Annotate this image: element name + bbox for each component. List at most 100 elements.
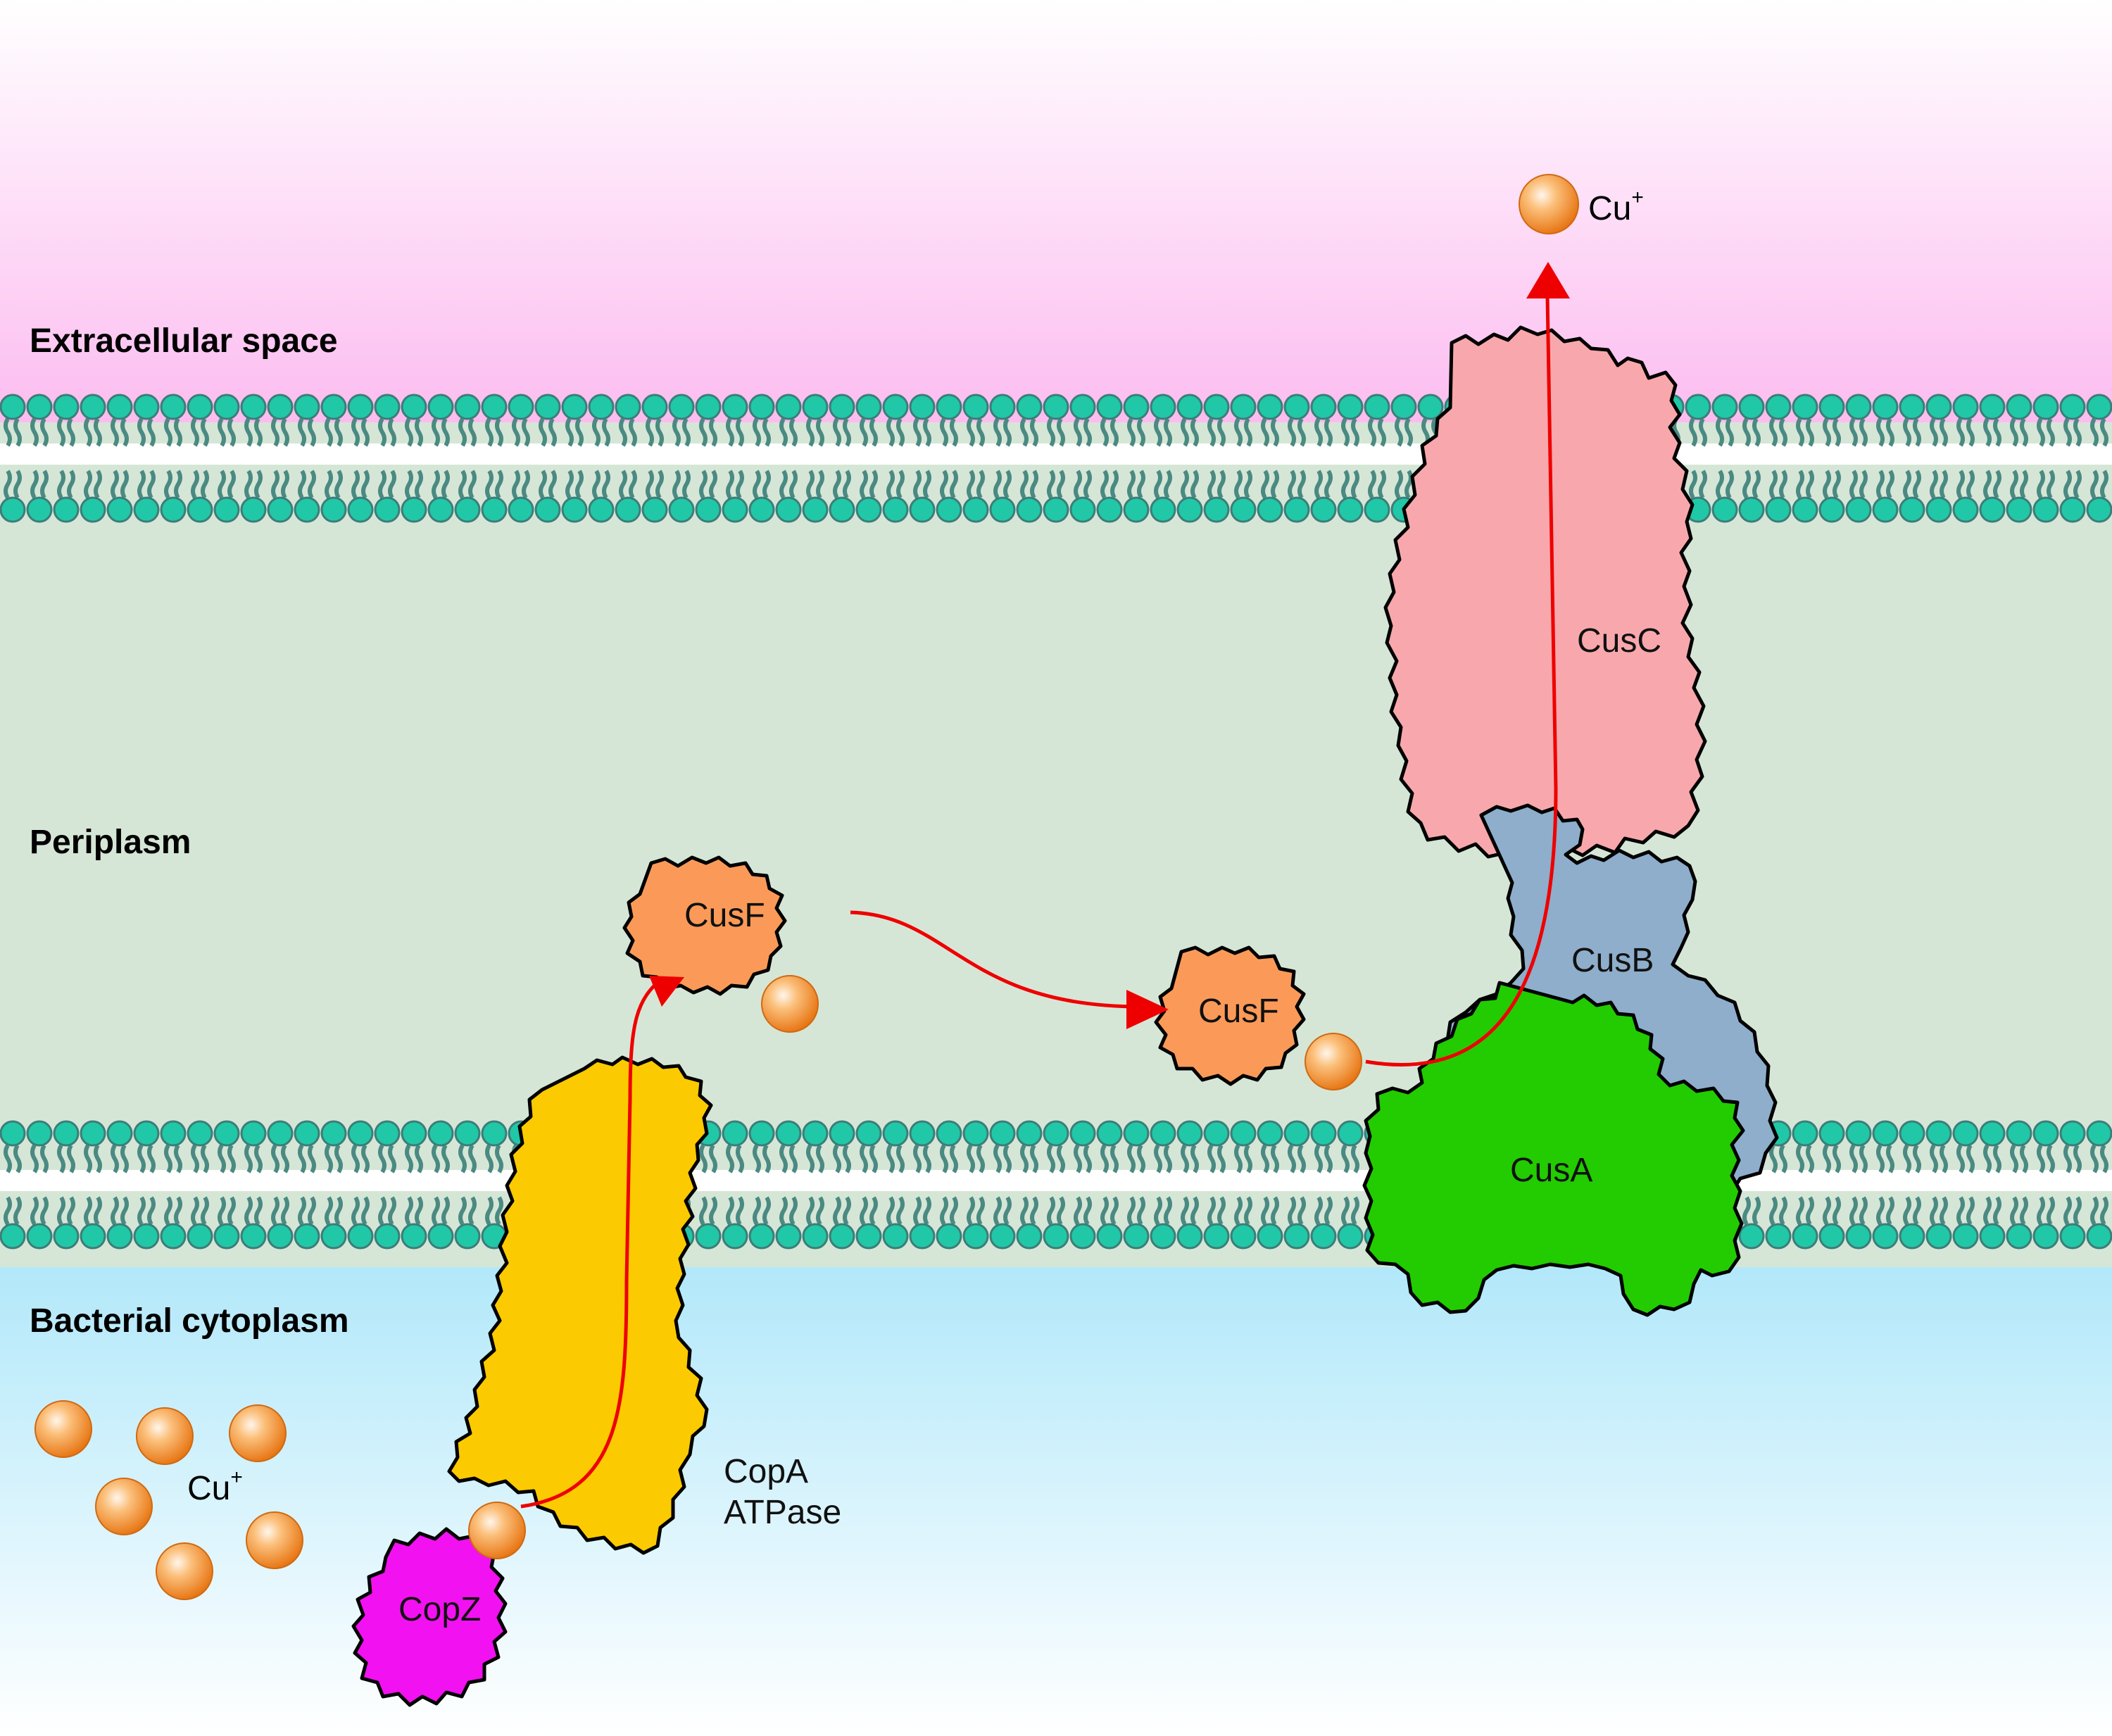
lipid-head xyxy=(1257,394,1283,420)
lipid-head xyxy=(2006,1223,2032,1250)
lipid-head xyxy=(1123,496,1150,523)
copper-ion-icon xyxy=(1305,1033,1362,1090)
lipid-head xyxy=(2032,1223,2059,1250)
lipid-head xyxy=(1230,496,1257,523)
lipid-head xyxy=(320,1223,347,1250)
lipid-head xyxy=(1337,1120,1364,1147)
lipid-head xyxy=(1176,496,1203,523)
lipid-head xyxy=(1069,496,1096,523)
lipid-tail xyxy=(485,417,503,447)
lipid-tail xyxy=(191,470,209,499)
lipid-head xyxy=(1043,394,1069,420)
lipid-tail xyxy=(1341,1144,1359,1174)
lipid-tail xyxy=(271,1144,289,1174)
lipid-tail xyxy=(539,417,557,447)
lipid-head xyxy=(1738,1223,1765,1250)
lipid-tail xyxy=(378,1144,396,1174)
lipid-tail xyxy=(592,470,610,499)
lipid-head xyxy=(1685,394,1711,420)
lipid-tail xyxy=(1742,470,1761,499)
lipid-tail xyxy=(244,1196,263,1226)
arrow-icon xyxy=(520,295,1558,1509)
lipid-tail xyxy=(1100,1196,1119,1226)
lipid-tail xyxy=(458,1196,477,1226)
lipid-tail xyxy=(325,1144,343,1174)
lipid-tail xyxy=(833,1196,851,1226)
lipid-tail xyxy=(4,470,22,499)
lipid-head xyxy=(1016,496,1043,523)
lipid-tail xyxy=(1154,1144,1172,1174)
lipid-tail xyxy=(646,417,664,447)
lipid-tail xyxy=(806,1196,824,1226)
lipid-head xyxy=(26,394,53,420)
lipid-tail xyxy=(1314,417,1333,447)
lipid-head xyxy=(1069,1120,1096,1147)
lipid-tail xyxy=(993,470,1012,499)
lipid-tail xyxy=(860,1196,878,1226)
lipid-head xyxy=(1818,1223,1845,1250)
lipid-tail xyxy=(967,1144,985,1174)
lipid-tail xyxy=(1930,470,1948,499)
lipid-tail xyxy=(298,470,316,499)
lipid-head xyxy=(133,394,160,420)
lipid-head xyxy=(1979,1120,2006,1147)
lipid-tail xyxy=(886,417,905,447)
lipid-tail xyxy=(1823,1196,1841,1226)
lipid-head xyxy=(1069,394,1096,420)
lipid-head xyxy=(1711,394,1738,420)
lipid-head xyxy=(1203,1120,1230,1147)
lipid-tail xyxy=(1074,470,1092,499)
lipid-tail xyxy=(137,470,156,499)
lipid-tail xyxy=(405,417,423,447)
lipid-tail xyxy=(1074,417,1092,447)
lipid-head xyxy=(80,394,106,420)
lipid-tail xyxy=(1983,1196,2001,1226)
lipid-tail xyxy=(218,470,236,499)
lipid-tail xyxy=(1181,470,1199,499)
lipid-tail xyxy=(1207,1144,1226,1174)
lipid-tail xyxy=(1903,1144,1921,1174)
copper-ion-icon xyxy=(156,1542,213,1600)
lipid-tail xyxy=(619,470,637,499)
lipid-head xyxy=(267,1120,294,1147)
lipid-head xyxy=(668,394,695,420)
lipid-tail xyxy=(244,1144,263,1174)
lipid-head xyxy=(187,1120,213,1147)
lipid-tail xyxy=(378,1196,396,1226)
lipid-head xyxy=(454,394,481,420)
lipid-head xyxy=(802,1223,829,1250)
lipid-tail xyxy=(30,417,49,447)
copper-ion-group xyxy=(34,174,1579,1600)
lipid-head xyxy=(695,1223,722,1250)
lipid-tail xyxy=(886,1144,905,1174)
cusc-label: CusC xyxy=(1577,622,1661,660)
lipid-head xyxy=(882,1223,909,1250)
lipid-tail xyxy=(565,417,584,447)
lipid-head xyxy=(748,1223,775,1250)
lipid-tail xyxy=(646,470,664,499)
lipid-head xyxy=(1818,496,1845,523)
lipid-head xyxy=(1176,1120,1203,1147)
lipid-head xyxy=(240,496,267,523)
lipid-head xyxy=(1043,1120,1069,1147)
lipid-head xyxy=(427,496,454,523)
lipid-head xyxy=(1283,496,1310,523)
cu-symbol: Cu xyxy=(1588,190,1631,227)
lipid-head xyxy=(106,394,133,420)
lipid-head xyxy=(962,496,989,523)
lipid-tail xyxy=(432,417,450,447)
cusb-label: CusB xyxy=(1571,942,1654,979)
lipid-head xyxy=(1043,1223,1069,1250)
lipid-head xyxy=(1096,496,1123,523)
lipid-head xyxy=(240,1120,267,1147)
lipid-head xyxy=(53,394,80,420)
lipid-head xyxy=(427,1120,454,1147)
lipid-tail xyxy=(1796,1144,1814,1174)
lipid-tail xyxy=(913,1144,931,1174)
lipid-tail xyxy=(485,1196,503,1226)
lipid-head xyxy=(187,394,213,420)
lipid-head xyxy=(2086,496,2112,523)
lipid-head xyxy=(481,394,508,420)
lipid-tail xyxy=(699,470,717,499)
lipid-tail xyxy=(191,1144,209,1174)
